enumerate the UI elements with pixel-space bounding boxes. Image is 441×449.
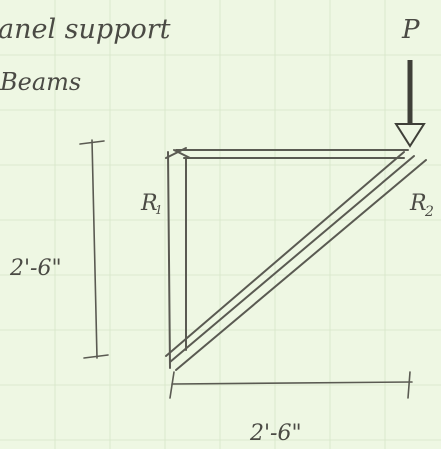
- reaction-right-label: R: [409, 191, 427, 216]
- vertical-post: [165, 147, 191, 369]
- height-dimension-label: 2'-6": [9, 256, 62, 281]
- top-beam: [175, 149, 409, 159]
- title-line-1: anel support: [0, 14, 171, 45]
- reaction-left-subscript: 1: [155, 203, 163, 217]
- height-dimension-line: [79, 139, 109, 359]
- reaction-right-subscript: 2: [424, 204, 434, 220]
- load-label: P: [401, 15, 420, 45]
- width-dimension-line: [169, 371, 413, 399]
- width-dimension-label: 2'-6": [249, 421, 302, 446]
- title-line-2: Beams: [0, 68, 81, 96]
- load-arrow: [394, 60, 426, 148]
- reaction-left-label: R: [140, 191, 158, 216]
- diagonal-brace: [165, 151, 427, 371]
